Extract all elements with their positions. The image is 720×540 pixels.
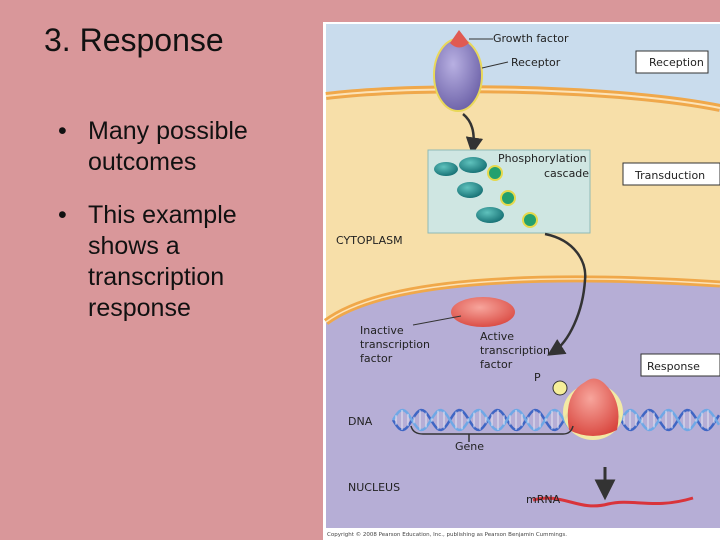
bullet-line: shows a — [88, 232, 180, 260]
kinase-protein — [457, 182, 483, 198]
bullet-line: outcomes — [88, 148, 197, 176]
signal-arrow — [544, 232, 587, 356]
inactive-label: transcription — [360, 338, 430, 351]
active-label: factor — [480, 358, 513, 371]
bullet-line: transcription — [88, 263, 225, 291]
inactive-label: Inactive — [360, 324, 404, 337]
membrane-highlight — [325, 88, 720, 109]
leader-line — [412, 315, 462, 326]
inactive-label: factor — [360, 352, 393, 365]
phosphate-group — [522, 212, 538, 228]
dna-label: DNA — [348, 415, 373, 428]
nuclear-envelope-highlight — [325, 278, 720, 323]
active-transcription-factor — [567, 378, 619, 436]
cascade-label: cascade — [544, 167, 589, 180]
phosphorylation-label: Phosphorylation — [498, 152, 587, 165]
stage-box-reception — [635, 50, 709, 74]
phosphate-group — [487, 165, 503, 181]
stage-label-response: Response — [647, 360, 700, 373]
slide-title: 3. Response — [44, 22, 224, 58]
leader-line — [481, 61, 509, 69]
phosphate-group — [500, 190, 516, 206]
copyright-text: Copyright © 2008 Pearson Education, Inc.… — [327, 531, 567, 538]
bullet-list: • Many possible outcomes • This example … — [58, 116, 308, 346]
stage-label-reception: Reception — [649, 56, 704, 69]
active-label: Active — [480, 330, 514, 343]
signal-arrow — [462, 113, 484, 155]
bullet-item: • This example shows a transcription res… — [58, 200, 308, 324]
bullet-line: Many possible — [88, 117, 248, 145]
bullet-line: This example — [88, 201, 237, 229]
inactive-transcription-factor — [451, 297, 515, 327]
phosphate-group — [552, 380, 568, 396]
dna-strand — [391, 408, 720, 432]
nucleus-region — [326, 278, 720, 528]
active-label: transcription — [480, 344, 550, 357]
bullet-dot: • — [58, 117, 67, 145]
kinase-protein — [459, 157, 487, 173]
stage-box-transduction — [622, 162, 720, 186]
phosphate-label: P — [534, 371, 541, 384]
kinase-protein — [434, 162, 458, 176]
bullet-item: • Many possible outcomes — [58, 116, 308, 178]
kinase-protein — [476, 207, 504, 223]
receptor-label: Receptor — [511, 56, 561, 69]
mrna-label: mRNA — [526, 493, 561, 506]
bullet-line: response — [88, 294, 191, 322]
signaling-diagram: Growth factor Receptor Phosphorylation c… — [323, 22, 720, 540]
bullet-dot: • — [58, 201, 67, 229]
gene-bracket — [410, 425, 574, 435]
stage-label-transduction: Transduction — [634, 169, 705, 182]
gene-label: Gene — [455, 440, 484, 453]
growth-factor-ligand — [450, 30, 469, 48]
growth-factor-label: Growth factor — [493, 32, 569, 45]
nucleus-label: NUCLEUS — [348, 481, 400, 494]
stage-box-response — [640, 353, 720, 377]
copyright-strip — [323, 528, 720, 540]
mrna-strand — [532, 496, 694, 508]
receptor-protein — [433, 38, 483, 112]
dna-strand — [391, 408, 720, 432]
cytoplasm-label: CYTOPLASM — [336, 234, 403, 247]
signaling-figure: Growth factor Receptor Phosphorylation c… — [323, 22, 720, 540]
